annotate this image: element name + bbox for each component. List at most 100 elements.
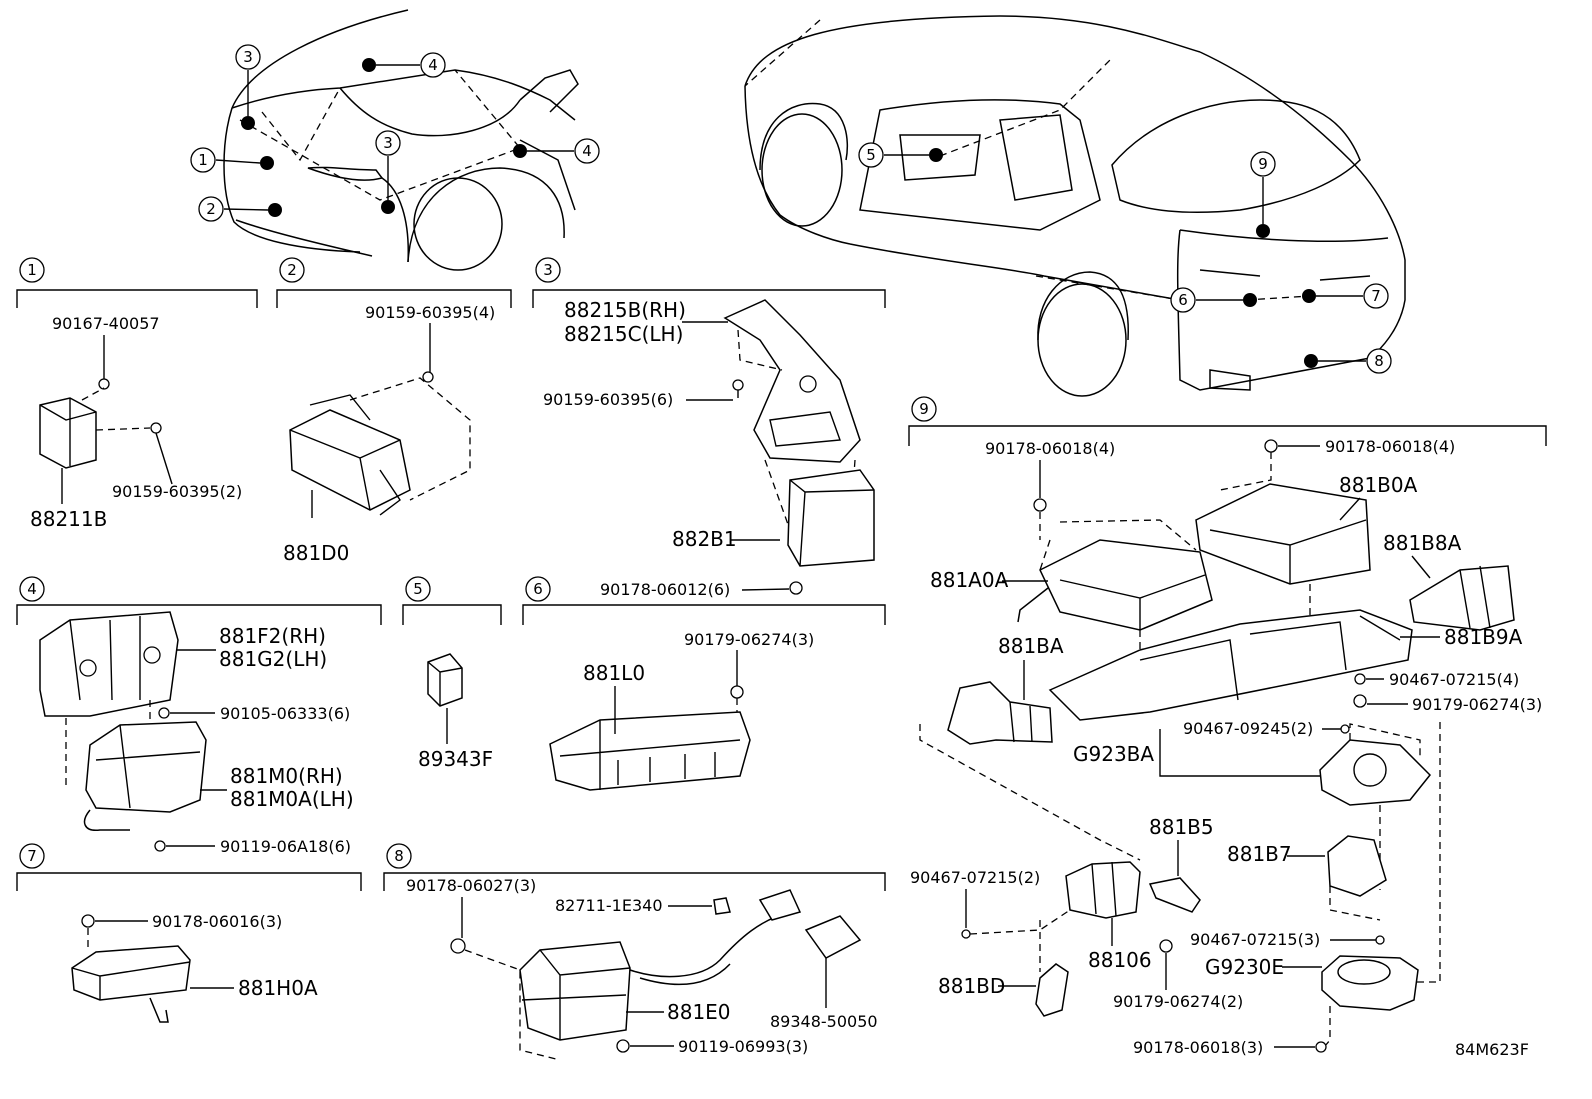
- part-label[interactable]: 90119-06A18(6): [220, 837, 351, 856]
- part-label[interactable]: 90178-06018(4): [1325, 437, 1455, 456]
- bolt-icon: [732, 379, 744, 391]
- fan-shroud-shape: [1319, 739, 1432, 806]
- section-7: 7 90178-06016(3) 881H0A: [16, 843, 362, 1023]
- part-label[interactable]: 881H0A: [238, 976, 318, 1000]
- part-label[interactable]: 90467-07215(4): [1389, 670, 1519, 689]
- part-label[interactable]: 88215B(RH): [564, 298, 686, 322]
- section-bracket: [908, 425, 1547, 446]
- location-dot: [1256, 224, 1270, 238]
- part-label[interactable]: 90178-06027(3): [406, 876, 536, 895]
- part-label[interactable]: 90159-60395(6): [543, 390, 673, 409]
- part-label[interactable]: 881B5: [1149, 815, 1214, 839]
- mounting-bracket-shape: [723, 299, 861, 463]
- radar-sensor-shape: [39, 397, 97, 469]
- part-label[interactable]: 881BA: [998, 634, 1064, 658]
- section-bracket: [402, 604, 502, 625]
- callout-circle: [420, 52, 446, 78]
- callout-label: 1: [198, 151, 208, 169]
- radar-module-shape: [85, 721, 207, 813]
- callout-label: 5: [866, 146, 876, 164]
- section-number-circle: [911, 396, 937, 422]
- part-label[interactable]: 90179-06274(3): [684, 630, 814, 649]
- callout-label: 3: [383, 134, 393, 152]
- section-number-circle: [535, 257, 561, 283]
- part-label[interactable]: 881E0: [667, 1000, 731, 1024]
- callout-label: 6: [1178, 291, 1188, 309]
- part-label[interactable]: 881B0A: [1339, 473, 1418, 497]
- part-label[interactable]: 90159-60395(4): [365, 303, 495, 322]
- part-label[interactable]: G923BA: [1073, 742, 1154, 766]
- section-9: 9 90178-06018(4) 90178-06018(4) 881B0A 8…: [908, 396, 1547, 1057]
- connector-icon: [713, 897, 731, 915]
- section-number: 3: [543, 261, 553, 279]
- part-label[interactable]: 881M0A(LH): [230, 787, 354, 811]
- nut-icon: [789, 581, 803, 595]
- part-label[interactable]: 881L0: [583, 661, 645, 685]
- section-3: 3 88215B(RH) 88215C(LH) 90159-60395(6) 8…: [532, 257, 886, 599]
- location-dot: [929, 148, 943, 162]
- connector-icon: [758, 889, 802, 921]
- section-2: 2 90159-60395(4) 881D0: [276, 257, 512, 565]
- section-number-circle: [279, 257, 305, 283]
- part-label[interactable]: 90119-06993(3): [678, 1037, 808, 1056]
- part-label[interactable]: 90178-06018(4): [985, 439, 1115, 458]
- section-number-circle: [405, 576, 431, 602]
- part-label[interactable]: 881G2(LH): [219, 647, 327, 671]
- part-label[interactable]: 90467-07215(3): [1190, 930, 1320, 949]
- overview-callouts: 1 2 3 3 4 4 5 9: [190, 44, 1392, 374]
- section-number: 5: [413, 580, 423, 598]
- bolt-icon: [98, 378, 110, 390]
- part-label[interactable]: 90105-06333(6): [220, 704, 350, 723]
- callout-label: 8: [1374, 352, 1384, 370]
- air-duct-shape: [947, 681, 1053, 745]
- part-label[interactable]: 882B1: [672, 527, 737, 551]
- part-label[interactable]: G9230E: [1205, 955, 1284, 979]
- part-label[interactable]: 881B9A: [1444, 625, 1523, 649]
- location-dot: [381, 200, 395, 214]
- sensor-bracket-shape: [289, 409, 411, 511]
- clip-icon: [1340, 724, 1350, 734]
- section-number-circle: [19, 257, 45, 283]
- control-unit-shape: [71, 945, 191, 1001]
- part-label[interactable]: 88215C(LH): [564, 322, 683, 346]
- section-bracket: [522, 604, 886, 625]
- air-duct-shape: [1065, 861, 1141, 919]
- part-label[interactable]: 90179-06274(3): [1412, 695, 1542, 714]
- part-label[interactable]: 90178-06018(3): [1133, 1038, 1263, 1057]
- part-label[interactable]: 88106: [1088, 948, 1152, 972]
- part-label[interactable]: 90178-06016(3): [152, 912, 282, 931]
- part-label[interactable]: 82711-1E340: [555, 896, 663, 915]
- clip-icon: [1354, 673, 1366, 685]
- part-label[interactable]: 881B8A: [1383, 531, 1462, 555]
- nut-icon: [81, 914, 95, 928]
- part-label[interactable]: 881F2(RH): [219, 624, 326, 648]
- part-label[interactable]: 88211B: [30, 507, 107, 531]
- nut-icon: [1033, 498, 1047, 512]
- part-label[interactable]: 881BD: [938, 974, 1005, 998]
- ecu-module-shape: [519, 941, 631, 1041]
- callout-circle: [190, 147, 216, 173]
- section-bracket: [16, 289, 258, 308]
- part-label[interactable]: 881D0: [283, 541, 349, 565]
- part-label[interactable]: 90467-09245(2): [1183, 719, 1313, 738]
- section-number: 9: [919, 400, 929, 418]
- clip-icon: [961, 929, 971, 939]
- part-label[interactable]: 90178-06012(6): [600, 580, 730, 599]
- part-label[interactable]: 90467-07215(2): [910, 868, 1040, 887]
- part-label[interactable]: 881M0(RH): [230, 764, 343, 788]
- location-dot: [362, 58, 376, 72]
- part-label[interactable]: 881A0A: [930, 568, 1009, 592]
- section-6: 6 90179-06274(3) 881L0: [522, 576, 886, 791]
- bolt-icon: [158, 707, 170, 719]
- section-number-circle: [19, 843, 45, 869]
- callout-circle: [574, 138, 600, 164]
- part-label[interactable]: 90159-60395(2): [112, 482, 242, 501]
- callout-circle: [198, 196, 224, 222]
- callout-label: 9: [1258, 155, 1268, 173]
- part-label[interactable]: 89343F: [418, 747, 493, 771]
- part-label[interactable]: 90167-40057: [52, 314, 160, 333]
- callout-circle: [235, 44, 261, 70]
- part-label[interactable]: 90179-06274(2): [1113, 992, 1243, 1011]
- part-label[interactable]: 89348-50050: [770, 1012, 878, 1031]
- part-label[interactable]: 881B7: [1227, 842, 1292, 866]
